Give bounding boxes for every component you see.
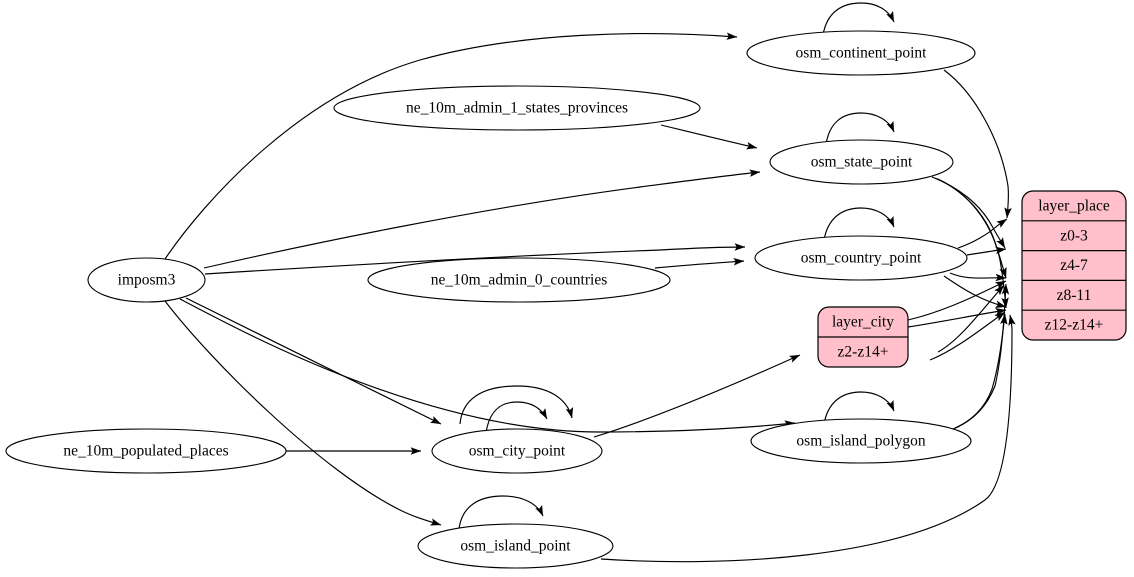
edge-imposm3-to-osm_city_point xyxy=(185,297,442,425)
record-row-label-layer_place-4[interactable]: z12-z14+ xyxy=(1045,317,1104,334)
node-shape-ne_10m_admin_1_states_provinces xyxy=(333,85,701,131)
node-label-ne_10m_admin_1_states_provinces: ne_10m_admin_1_states_provinces xyxy=(406,100,628,117)
node-osm_country_point[interactable]: osm_country_point xyxy=(754,235,968,281)
node-shape-osm_country_point xyxy=(754,235,968,281)
node-label-osm_island_point: osm_island_point xyxy=(460,538,571,555)
node-label-ne_10m_admin_0_countries: ne_10m_admin_0_countries xyxy=(431,272,608,289)
edge-layer_city-to-layer_place-z8-11 xyxy=(907,280,1007,321)
edge-osm_state_point-to-layer_place-z12-z14 xyxy=(937,178,1009,309)
node-osm_island_point[interactable]: osm_island_point xyxy=(417,523,614,569)
edge-ne_states_provinces-to-osm_state_point xyxy=(660,124,758,150)
records-layer: layer_place z0-3 z4-7 z8-11 z12-z14+ layer_ci… xyxy=(817,190,1127,368)
edge-osm_country_point-to-layer_place-z8-11 xyxy=(949,272,1007,282)
edge-imposm3-to-osm_island_polygon xyxy=(179,298,796,433)
node-osm_city_point[interactable]: osm_city_point xyxy=(431,428,603,474)
selfloop-osm_continent_point xyxy=(822,2,895,36)
node-label-osm_island_polygon: osm_island_polygon xyxy=(796,433,925,450)
node-osm_continent_point[interactable]: osm_continent_point xyxy=(746,30,976,76)
edge-osm_island_polygon-to-layer_place-z8-11 xyxy=(954,283,1010,429)
node-label-osm_continent_point: osm_continent_point xyxy=(796,45,928,62)
selfloop-osm_city_point xyxy=(485,401,548,434)
edge-osm_state_point-to-layer_place-z4-7 xyxy=(931,176,1006,249)
edges-layer xyxy=(164,2,1016,563)
node-shape-osm_city_point xyxy=(431,428,603,474)
edge-osm_country_point-to-layer_place-z12-z14 xyxy=(943,275,1007,308)
node-label-ne_10m_populated_places: ne_10m_populated_places xyxy=(63,443,228,460)
node-shape-osm_island_polygon xyxy=(750,418,972,464)
record-node-layer_city[interactable]: layer_city z2-z14+ xyxy=(817,306,909,368)
node-osm_island_polygon[interactable]: osm_island_polygon xyxy=(750,418,972,464)
edge-outer-arc-osm_city_point xyxy=(459,385,574,425)
edge-extra-strand-z8 xyxy=(937,284,1005,353)
node-label-osm_country_point: osm_country_point xyxy=(801,250,922,267)
record-row-label-layer_place-0[interactable]: layer_place xyxy=(1038,197,1110,214)
record-row-label-layer_city-1[interactable]: z2-z14+ xyxy=(838,344,889,361)
record-row-label-layer_place-3[interactable]: z8-11 xyxy=(1057,287,1092,304)
node-label-osm_state_point: osm_state_point xyxy=(811,154,913,171)
edge-osm_island_point-to-layer_place-z12-z14 xyxy=(600,314,1016,563)
node-shape-ne_10m_populated_places xyxy=(5,428,287,474)
node-shape-osm_state_point xyxy=(769,139,954,185)
node-imposm3[interactable]: imposm3 xyxy=(87,257,206,303)
node-ne_10m_admin_0_countries[interactable]: ne_10m_admin_0_countries xyxy=(367,257,671,303)
selfloop-osm_state_point xyxy=(825,112,895,146)
edge-imposm3-to-osm_state_point xyxy=(203,169,761,269)
edge-imposm3-to-osm_island_point xyxy=(164,300,442,526)
selfloop-osm_island_point xyxy=(458,495,544,530)
edge-osm_country_point-to-layer_place-z0-3 xyxy=(957,218,1008,249)
record-row-label-layer_city-0[interactable]: layer_city xyxy=(832,314,894,331)
node-shape-ne_10m_admin_0_countries xyxy=(367,257,671,303)
node-shape-osm_island_point xyxy=(417,523,614,569)
edge-extra-strand-z12 xyxy=(929,311,1006,361)
edge-osm_city_point-to-layer_city-z2-z14 xyxy=(593,354,801,438)
node-label-osm_city_point: osm_city_point xyxy=(469,443,566,460)
record-row-label-layer_place-1[interactable]: z0-3 xyxy=(1060,227,1088,244)
record-node-layer_place[interactable]: layer_place z0-3 z4-7 z8-11 z12-z14+ xyxy=(1021,190,1127,341)
edge-osm_continent_point-to-layer_place-z0-3 xyxy=(943,69,1012,219)
node-osm_state_point[interactable]: osm_state_point xyxy=(769,139,954,185)
record-box-layer_place xyxy=(1021,190,1127,341)
node-label-imposm3: imposm3 xyxy=(118,272,176,289)
node-shape-imposm3 xyxy=(87,257,206,303)
node-ne_10m_admin_1_states_provinces[interactable]: ne_10m_admin_1_states_provinces xyxy=(333,85,701,131)
selfloop-osm_country_point xyxy=(823,207,895,241)
selfloop-osm_island_polygon xyxy=(823,391,895,425)
edge-imposm3-to-osm_continent_point xyxy=(164,32,738,260)
edge-osm_country_point-to-layer_place-z4-7 xyxy=(966,246,1007,256)
record-row-label-layer_place-2[interactable]: z4-7 xyxy=(1060,257,1088,274)
edge-imposm3-to-osm_country_point xyxy=(204,243,746,275)
node-ne_10m_populated_places[interactable]: ne_10m_populated_places xyxy=(5,428,287,474)
nodes-layer: imposm3 ne_10m_admin_1_states_provincesne… xyxy=(5,30,976,569)
node-shape-osm_continent_point xyxy=(746,30,976,76)
edge-ne_admin_0_countries-to-osm_country_point xyxy=(654,258,745,269)
edge-osm_island_polygon-to-layer_place-z12-z14 xyxy=(950,313,1008,431)
edge-layer_city-to-layer_place-z12-z14 xyxy=(907,308,1007,328)
